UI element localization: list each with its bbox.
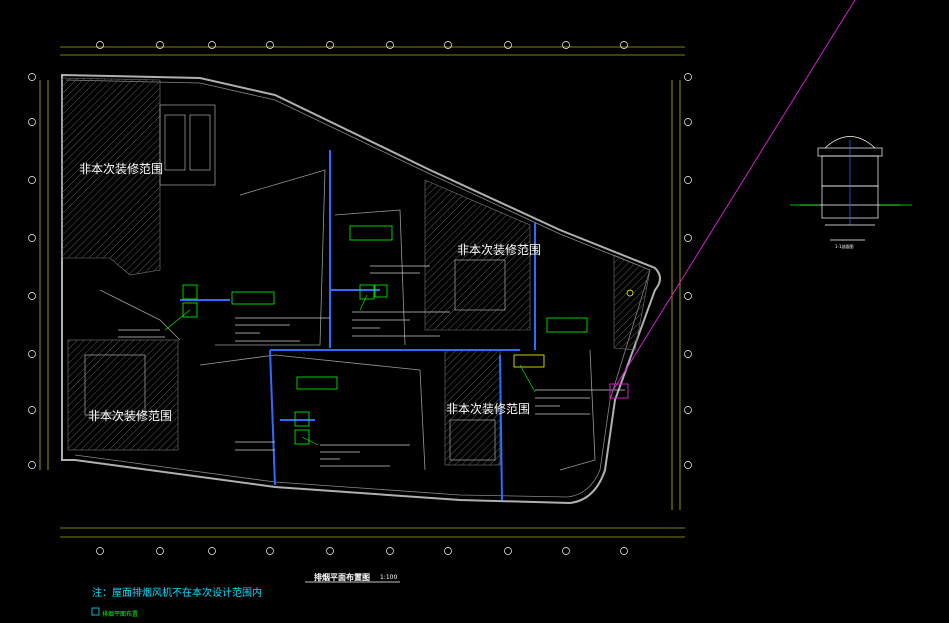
smoke-exhaust-ducts	[180, 150, 536, 501]
zone-label-lower-right: 非本次装修范围	[446, 402, 531, 416]
drawing-scale: 1:100	[380, 574, 398, 581]
interior-walls	[99, 169, 596, 471]
section-detail	[790, 136, 912, 241]
annotation-leaders	[164, 294, 536, 446]
stair-blocks	[84, 104, 506, 461]
legend-label: 排烟平面布置	[102, 611, 139, 618]
design-note: 注：屋面排烟风机不在本次设计范围内	[92, 588, 262, 599]
zone-label-top-left: 非本次装修范围	[79, 162, 164, 176]
drawing-title: 排烟平面布置图	[314, 573, 370, 582]
point-marker	[626, 289, 634, 297]
zone-label-left-mid: 非本次装修范围	[88, 409, 173, 423]
annotation-text-lines	[118, 265, 625, 467]
equipment-tags	[182, 225, 588, 445]
right-dimension-line	[671, 80, 681, 510]
section-marker	[609, 383, 629, 399]
section-label: 1-1剖面图	[835, 244, 854, 249]
hatched-zone-center-right	[424, 179, 531, 331]
inner-outline	[65, 79, 651, 498]
building-outline	[61, 73, 661, 505]
legend-swatch	[91, 607, 100, 616]
top-dimension-line	[60, 46, 685, 56]
hatched-zone-lower-right	[444, 349, 501, 466]
zone-label-center-right: 非本次装修范围	[457, 243, 542, 257]
left-dimension-line	[39, 80, 49, 470]
hatched-zone-left-mid	[67, 339, 179, 451]
section-leader-line	[611, 0, 856, 393]
hatched-zone-top-left	[61, 77, 161, 276]
axis-bubbles	[28, 41, 692, 555]
bottom-dimension-line	[60, 527, 685, 538]
hatched-zone-far-right	[613, 254, 651, 351]
